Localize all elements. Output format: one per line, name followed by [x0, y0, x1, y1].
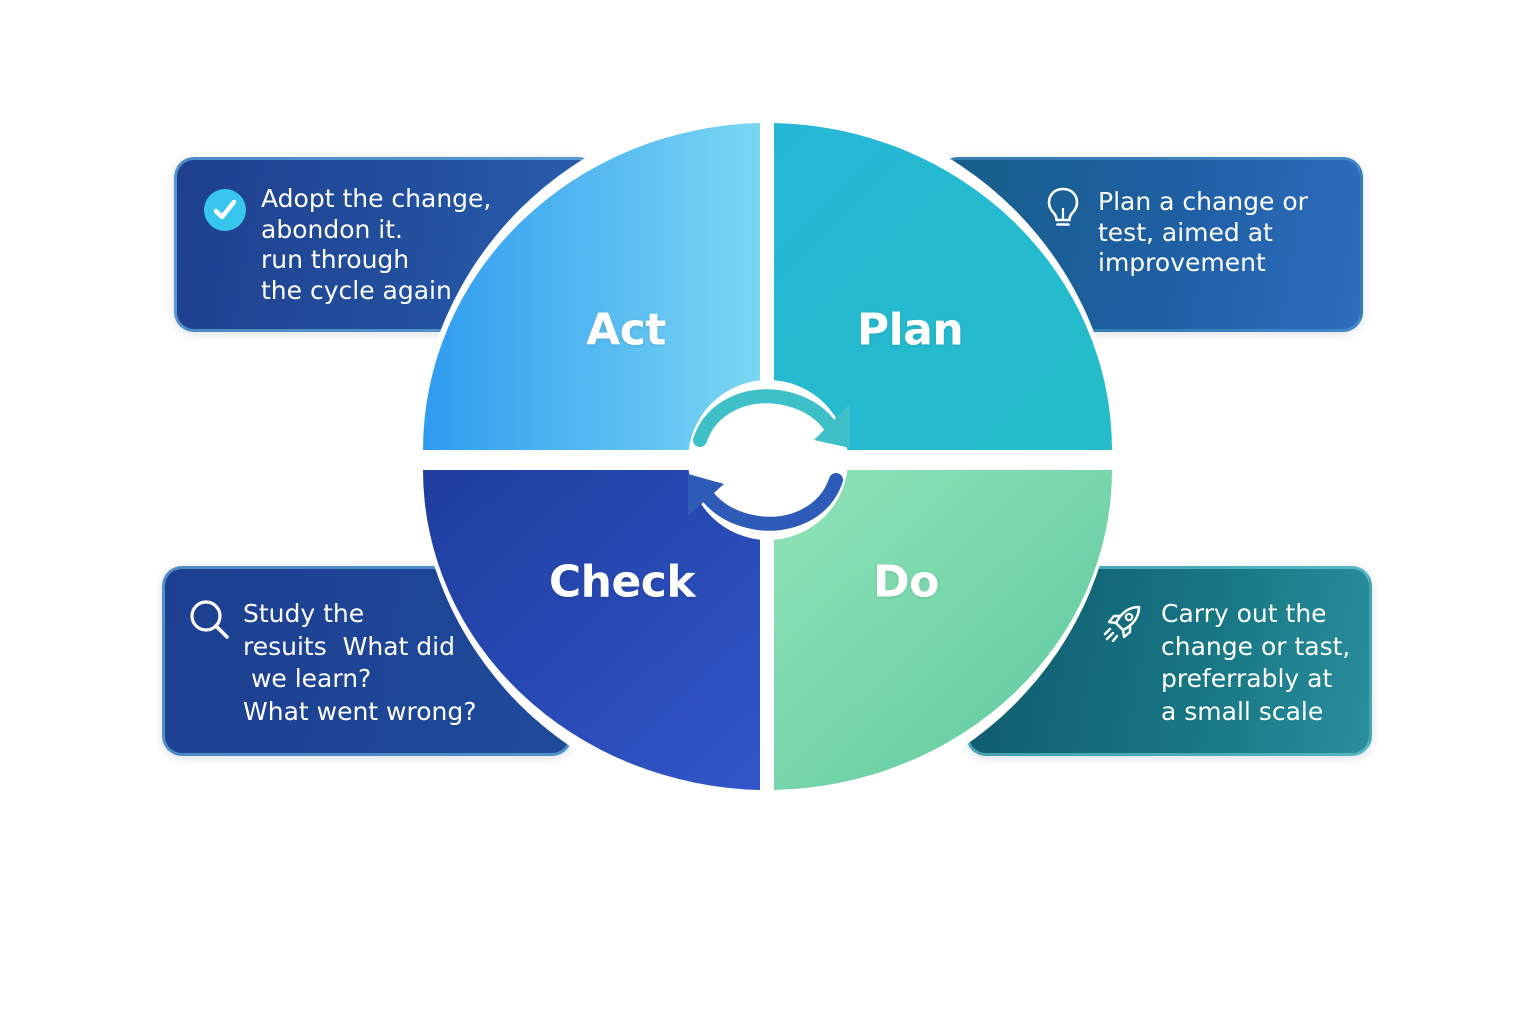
do-label: Do: [873, 556, 939, 608]
plan-quadrant: [774, 123, 1112, 450]
act-description: Adopt the change, abondon it. run throug…: [261, 184, 492, 305]
do-description: Carry out the change or tast, preferrabl…: [1161, 599, 1351, 726]
rocket-icon: [1103, 605, 1141, 643]
check-label: Check: [548, 556, 696, 608]
lightbulb-icon: [1047, 187, 1079, 226]
check-description: Study the resuits What did we learn? Wha…: [243, 599, 477, 726]
check-circle-icon: [204, 189, 246, 231]
do-quadrant: [774, 470, 1112, 790]
plan-label: Plan: [856, 304, 964, 356]
search-icon: [190, 600, 229, 639]
check-quadrant: [422, 470, 760, 790]
cycle-arrows-icon: [688, 380, 850, 540]
act-label: Act: [586, 304, 666, 356]
plan-description: Plan a change or test, aimed at improvem…: [1098, 187, 1308, 277]
act-quadrant: [423, 123, 760, 450]
